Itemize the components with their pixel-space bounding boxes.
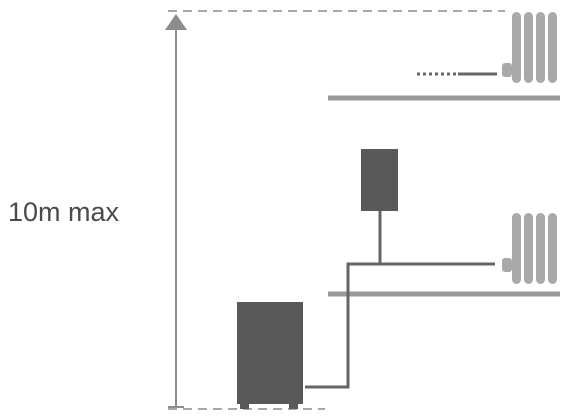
expansion-tank-icon xyxy=(361,149,398,211)
heating-pipe xyxy=(305,211,495,389)
outdoor-unit-icon xyxy=(237,302,303,409)
height-arrow xyxy=(165,14,187,408)
radiator-upper-icon xyxy=(502,12,557,83)
height-label: 10m max xyxy=(8,197,120,227)
radiator-lower-icon xyxy=(502,213,557,284)
